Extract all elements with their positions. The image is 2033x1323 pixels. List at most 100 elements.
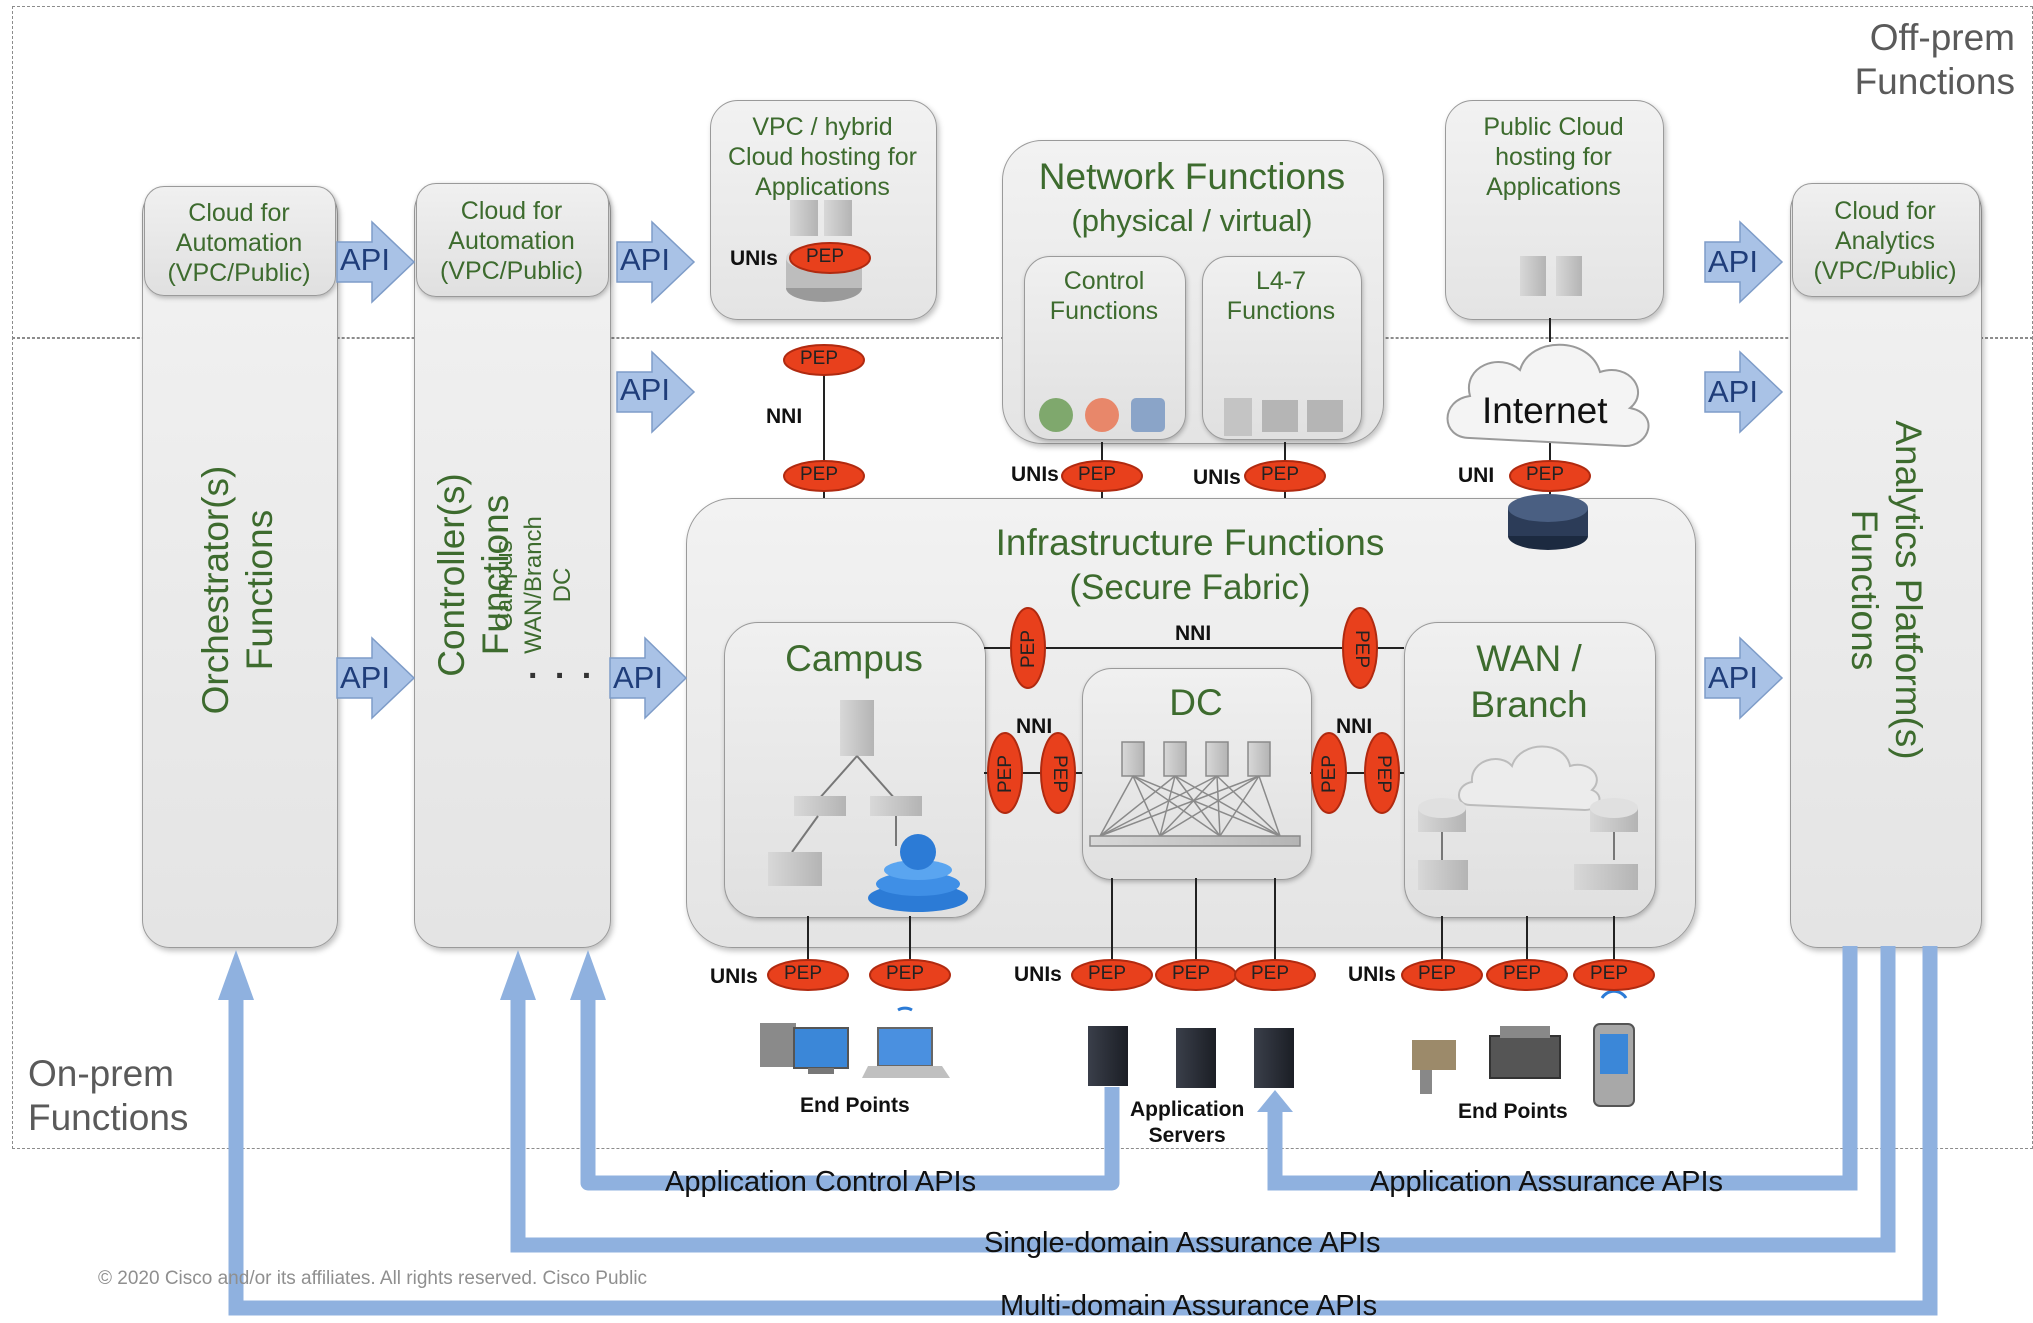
pep-label-v5: PEP — [1319, 754, 1341, 794]
internet-label: Internet — [1482, 390, 1608, 431]
wan-branch-label: WAN / Branch — [1470, 638, 1588, 725]
pep-label-internet: PEP — [1526, 464, 1565, 485]
nni-label-dc-wan: NNI — [1336, 715, 1373, 738]
pep-label-wan-1: PEP — [1418, 963, 1457, 984]
campus-core-switch-icon — [840, 700, 874, 756]
app-servers-label: Application Servers — [1130, 1098, 1245, 1147]
database-icon — [1039, 398, 1073, 432]
unis-label-campus: UNIs — [710, 965, 758, 988]
band-app-assurance — [1267, 946, 1858, 1191]
multi-domain-apis-label: Multi-domain Assurance APIs — [1000, 1290, 1378, 1322]
analytics-panel — [1790, 183, 1982, 948]
pep-label-nni-top: PEP — [800, 348, 839, 369]
pep-label-v1: PEP — [1018, 629, 1040, 669]
api-arrow-8 — [1704, 636, 1784, 720]
controller-ellipsis: . . . — [528, 648, 596, 686]
internet-cloud-shape — [1446, 343, 1650, 448]
app-server-3-icon — [1254, 1028, 1294, 1088]
unis-label-control: UNIs — [1011, 463, 1059, 486]
public-cloud-panel — [1445, 100, 1664, 320]
off-prem-label: Off-prem Functions — [1854, 17, 2015, 102]
pep-markers — [767, 242, 1655, 991]
end-points-label-wan: End Points — [1458, 1100, 1568, 1123]
campus-label: Campus — [785, 638, 923, 679]
pep-label-control: PEP — [1078, 464, 1117, 485]
network-functions-subtitle: (physical / virtual) — [1071, 203, 1313, 238]
ip-camera-icon — [1412, 1040, 1456, 1094]
campus-access-switch — [768, 852, 822, 886]
infrastructure-subtitle: (Secure Fabric) — [1069, 568, 1311, 607]
api-label-1: API — [340, 242, 390, 277]
api-label-8: API — [1708, 660, 1758, 695]
api-label-5: API — [613, 660, 663, 695]
api-arrow-1 — [336, 220, 416, 304]
pep-label-wan-3: PEP — [1590, 963, 1629, 984]
band-single-domain — [510, 946, 1896, 1253]
monitor-box-icon — [1307, 400, 1343, 432]
dc-spine-leaf-icon — [1089, 741, 1301, 847]
api-label-6: API — [1708, 244, 1758, 279]
api-arrow-4 — [336, 636, 416, 720]
single-domain-apis-label: Single-domain Assurance APIs — [984, 1227, 1381, 1259]
wan-optimizer-icon — [1574, 864, 1638, 890]
arrowhead-controller-appctl — [570, 950, 606, 1000]
app-server-2-icon — [1176, 1028, 1216, 1088]
unis-label-dc: UNIs — [1014, 963, 1062, 986]
nni-label-vpc: NNI — [766, 405, 803, 428]
server-rack-icon — [1224, 398, 1252, 436]
orchestrator-panel — [142, 186, 338, 948]
api-label-7: API — [1708, 374, 1758, 409]
pep-label-v3: PEP — [995, 754, 1017, 794]
orchestrator-cloud-box — [144, 186, 336, 296]
app-control-apis-label: Application Control APIs — [665, 1166, 977, 1198]
controller-cloud-label: Cloud for Automation (VPC/Public) — [439, 197, 584, 285]
api-label-4: API — [340, 660, 390, 695]
api-arrow-5 — [609, 636, 688, 720]
analytics-cloud-label: Cloud for Analytics (VPC/Public) — [1813, 197, 1957, 285]
pep-label-campus-1: PEP — [784, 963, 823, 984]
arrowhead-controller-single — [500, 950, 536, 1000]
controller-panel — [414, 183, 611, 948]
app-server-1-icon — [1088, 1026, 1128, 1086]
dc-label: DC — [1169, 682, 1223, 723]
wireless-ap-icon — [868, 834, 968, 912]
desktop-pc-icon — [760, 1023, 849, 1074]
api-arrow-6 — [1704, 220, 1784, 304]
control-functions-label: Control Functions — [1049, 267, 1159, 325]
unis-label-vpc: UNIs — [730, 247, 778, 270]
api-arrow-3 — [616, 350, 696, 434]
pep-label-v2: PEP — [1351, 629, 1373, 669]
api-label-2: API — [620, 242, 670, 277]
arrowhead-app-servers — [1257, 1090, 1293, 1112]
l47-functions-label: L4-7 Functions — [1226, 267, 1336, 325]
laptop-icon — [862, 1006, 950, 1078]
pda-icon — [1593, 989, 1635, 1107]
shuffle-icon — [1085, 398, 1119, 432]
analytics-cloud-box — [1792, 183, 1980, 297]
pep-label-campus-2: PEP — [886, 963, 925, 984]
api-label-3: API — [620, 372, 670, 407]
vpc-cloud-label: VPC / hybrid Cloud hosting for Applicati… — [727, 113, 917, 201]
pep-label-dc-2: PEP — [1172, 963, 1211, 984]
printer-icon — [1489, 1026, 1561, 1079]
network-functions-title: Network Functions — [1038, 156, 1346, 197]
arrowhead-orchestrator — [218, 950, 254, 1000]
campus-dist-switch-1 — [794, 796, 846, 816]
band-app-control — [580, 1000, 1120, 1191]
pep-label-v4: PEP — [1049, 754, 1071, 794]
unis-label-wan: UNIs — [1348, 963, 1396, 986]
wan-switch-icon — [1418, 860, 1468, 890]
pep-label-vpc: PEP — [806, 246, 845, 267]
pep-label-dc-1: PEP — [1088, 963, 1127, 984]
public-cloud-server-icon — [1520, 256, 1546, 296]
api-arrow-2 — [616, 220, 696, 304]
magnifier-box-icon — [1262, 400, 1298, 432]
hierarchy-icon — [1131, 398, 1165, 432]
on-prem-label: On-prem Functions — [28, 1053, 189, 1138]
nni-label-campus-dc: NNI — [1016, 715, 1053, 738]
pep-label-dc-3: PEP — [1251, 963, 1290, 984]
controller-cloud-box — [416, 183, 609, 297]
pep-label-l47: PEP — [1261, 464, 1300, 485]
wan-cloud-icon — [1458, 745, 1601, 812]
